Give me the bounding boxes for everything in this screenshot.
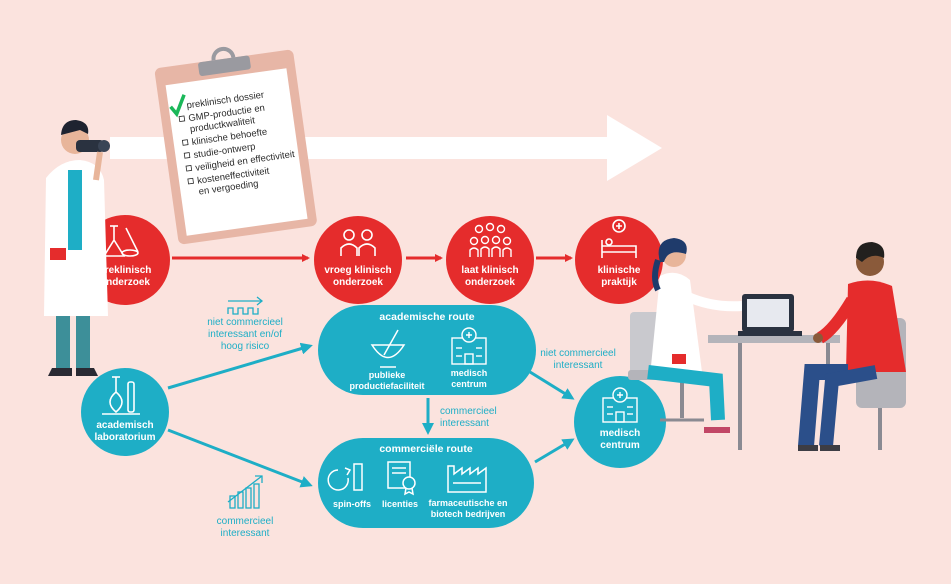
- svg-text:laboratorium: laboratorium: [94, 432, 155, 443]
- scientist-badge: [50, 248, 66, 260]
- spin-off-icon: [327, 463, 363, 491]
- svg-text:vroeg klinisch: vroeg klinisch: [324, 265, 391, 276]
- checkmark-icon: [169, 94, 186, 118]
- mortar-icon: [370, 329, 406, 368]
- stage-early-clinical: vroeg klinisch onderzoek: [314, 216, 402, 304]
- binoculars-icon: [76, 140, 104, 152]
- checklist-clipboard: preklinisch dossier GMP-productie en pro…: [154, 46, 317, 245]
- commercial-route-box: commerciële route spin-offs licenties fa…: [318, 438, 534, 528]
- svg-text:praktijk: praktijk: [601, 277, 637, 288]
- svg-text:interessant: interessant: [440, 418, 489, 429]
- route-arrows: [167, 342, 575, 488]
- factory-icon: [447, 465, 487, 493]
- svg-text:preklinisch: preklinisch: [99, 265, 152, 276]
- lab-flask-icon: [102, 376, 140, 415]
- academic-route-box: academische route publieke productiefaci…: [318, 305, 536, 395]
- two-people-icon: [340, 229, 376, 256]
- academic-laboratory: academisch laboratorium: [81, 368, 169, 456]
- svg-text:interessant en/of: interessant en/of: [208, 329, 282, 340]
- svg-text:onderzoek: onderzoek: [100, 277, 150, 288]
- svg-text:commercieel: commercieel: [217, 516, 274, 527]
- label-commercial-bottom: commercieel interessant: [217, 516, 274, 539]
- svg-text:spin-offs: spin-offs: [333, 499, 371, 509]
- hospital-building-icon: [451, 327, 487, 365]
- svg-text:onderzoek: onderzoek: [465, 277, 515, 288]
- hospital-bed-icon: [601, 219, 637, 258]
- svg-text:onderzoek: onderzoek: [333, 277, 383, 288]
- group-people-icon: [469, 222, 512, 257]
- svg-text:commercieel: commercieel: [440, 406, 497, 417]
- svg-text:laat klinisch: laat klinisch: [461, 265, 518, 276]
- big-progress-arrow: [110, 115, 662, 181]
- clipboard-clip: [198, 55, 251, 76]
- growth-chart-icon: [227, 475, 263, 509]
- dotted-arrow-icon: [227, 296, 264, 315]
- svg-text:productiefaciliteit: productiefaciliteit: [349, 381, 424, 391]
- svg-text:commerciële route: commerciële route: [379, 443, 473, 455]
- svg-text:academische route: academische route: [379, 311, 474, 323]
- patient-figure: [798, 242, 906, 451]
- doctor-figure: [628, 238, 743, 433]
- svg-text:centrum: centrum: [451, 379, 487, 389]
- label-non-commercial-right: niet commercieel interessant: [540, 348, 616, 371]
- svg-text:interessant: interessant: [221, 528, 270, 539]
- svg-text:niet commercieel: niet commercieel: [207, 317, 283, 328]
- checklist-items: preklinisch dossier GMP-productie en pro…: [178, 90, 296, 198]
- svg-text:interessant: interessant: [554, 360, 603, 371]
- svg-text:academisch: academisch: [96, 420, 153, 431]
- svg-text:hoog risico: hoog risico: [221, 341, 270, 352]
- medical-center: medisch centrum: [574, 376, 666, 468]
- svg-text:publieke: publieke: [369, 370, 406, 380]
- scientist-figure: [44, 120, 110, 376]
- desk-with-laptop: [708, 294, 840, 450]
- stage-clinical-practice: klinische praktijk: [575, 216, 663, 304]
- label-non-commercial-risk: niet commercieel interessant en/of hoog …: [207, 317, 283, 352]
- svg-text:medisch: medisch: [600, 428, 641, 439]
- svg-text:centrum: centrum: [600, 440, 640, 451]
- label-commercial-down: commercieel interessant: [440, 406, 497, 429]
- svg-text:licenties: licenties: [382, 499, 418, 509]
- hospital-building-icon: [602, 387, 638, 423]
- stage-late-clinical: laat klinisch onderzoek: [446, 216, 534, 304]
- license-icon: [387, 461, 416, 496]
- svg-text:klinische: klinische: [598, 265, 641, 276]
- svg-text:niet commercieel: niet commercieel: [540, 348, 616, 359]
- svg-text:biotech bedrijven: biotech bedrijven: [431, 509, 506, 519]
- svg-text:medisch: medisch: [451, 368, 488, 378]
- svg-text:farmaceutische en: farmaceutische en: [428, 498, 507, 508]
